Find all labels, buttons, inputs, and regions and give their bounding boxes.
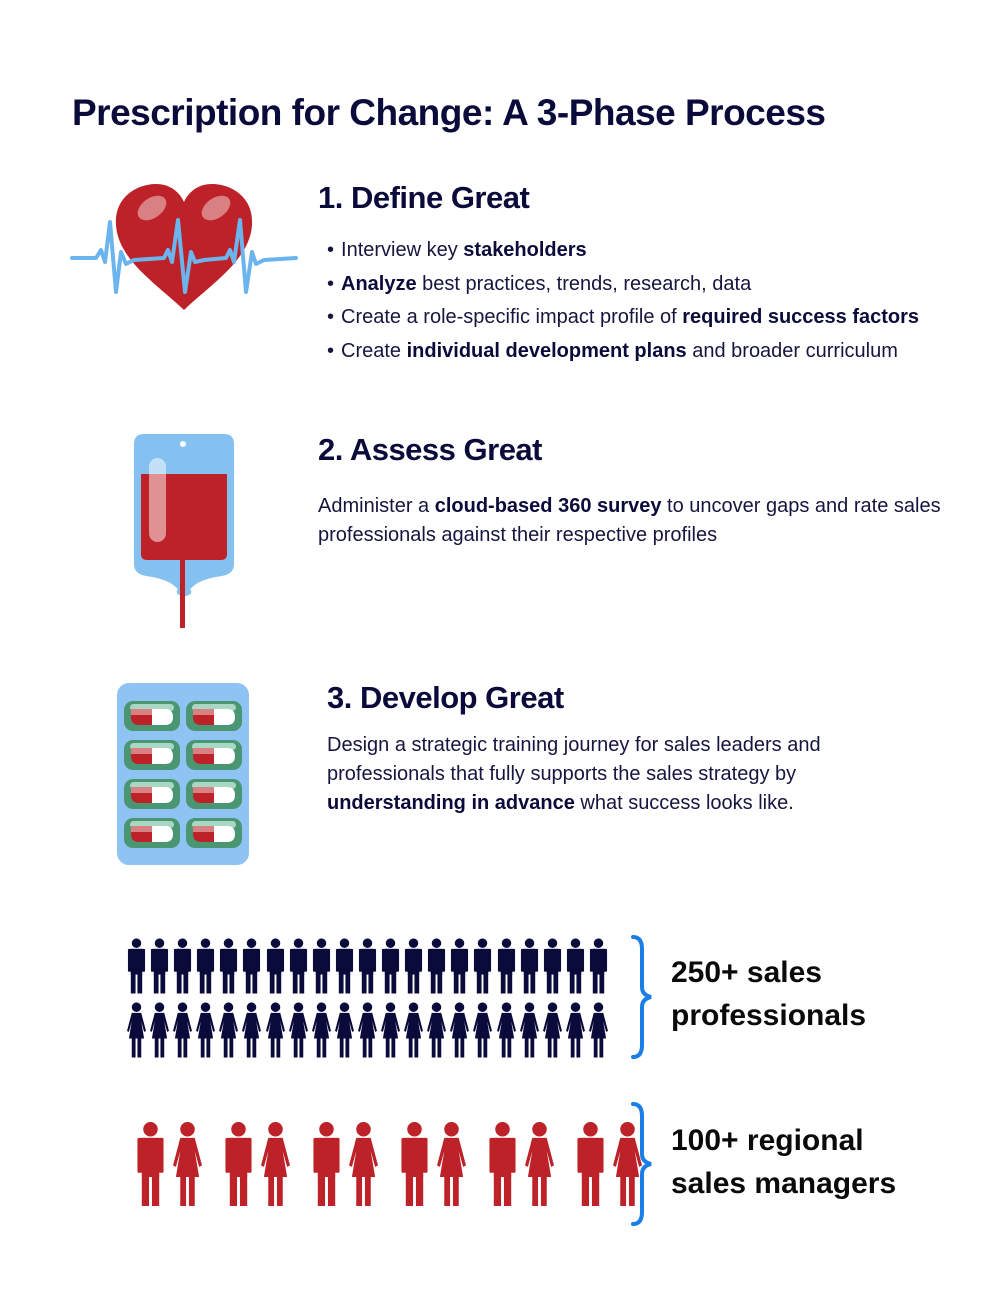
bullet-item: Analyze best practices, trends, research… bbox=[327, 270, 919, 304]
sales-professionals-stat: 250+ sales professionals bbox=[671, 951, 866, 1037]
female-professionals-row bbox=[127, 1001, 612, 1059]
bracket-icon bbox=[630, 935, 654, 1064]
woman-figure-icon bbox=[450, 1001, 469, 1059]
stat-line: professionals bbox=[671, 999, 867, 1032]
man-figure-icon bbox=[400, 1117, 429, 1211]
woman-figure-icon bbox=[427, 1001, 446, 1059]
phase-1-title: 1. Define Great bbox=[318, 180, 530, 215]
man-figure-icon bbox=[127, 937, 146, 995]
woman-figure-icon bbox=[543, 1001, 562, 1059]
pill-pack-icon bbox=[117, 683, 249, 865]
man-figure-icon bbox=[173, 937, 192, 995]
stat-line: 250+ sales bbox=[671, 956, 822, 989]
phase-3-description: Design a strategic training journey for … bbox=[327, 734, 821, 814]
woman-figure-icon bbox=[381, 1001, 400, 1059]
woman-figure-icon bbox=[589, 1001, 608, 1059]
phase-1-bullets: Interview key stakeholders Analyze best … bbox=[327, 236, 919, 370]
woman-figure-icon bbox=[312, 1001, 331, 1059]
managers-row bbox=[136, 1117, 642, 1211]
man-figure-icon bbox=[488, 1117, 517, 1211]
phase-2-title: 2. Assess Great bbox=[318, 432, 543, 467]
man-figure-icon bbox=[473, 937, 492, 995]
man-figure-icon bbox=[335, 937, 354, 995]
stat-line: 100+ regional bbox=[671, 1124, 864, 1157]
man-figure-icon bbox=[358, 937, 377, 995]
woman-figure-icon bbox=[358, 1001, 377, 1059]
man-figure-icon bbox=[219, 937, 238, 995]
man-figure-icon bbox=[450, 937, 469, 995]
blood-bag-icon bbox=[134, 434, 234, 630]
woman-figure-icon bbox=[566, 1001, 585, 1059]
phase-3-title: 3. Develop Great bbox=[327, 680, 564, 715]
woman-figure-icon bbox=[196, 1001, 215, 1059]
woman-figure-icon bbox=[173, 1117, 202, 1211]
man-figure-icon bbox=[566, 937, 585, 995]
man-figure-icon bbox=[543, 937, 562, 995]
woman-figure-icon bbox=[289, 1001, 308, 1059]
male-professionals-row bbox=[127, 937, 612, 995]
woman-figure-icon bbox=[349, 1117, 378, 1211]
woman-figure-icon bbox=[497, 1001, 516, 1059]
woman-figure-icon bbox=[335, 1001, 354, 1059]
man-figure-icon bbox=[404, 937, 423, 995]
woman-figure-icon bbox=[404, 1001, 423, 1059]
man-figure-icon bbox=[312, 1117, 341, 1211]
bullet-item: Interview key stakeholders bbox=[327, 236, 919, 270]
woman-figure-icon bbox=[261, 1117, 290, 1211]
man-figure-icon bbox=[381, 937, 400, 995]
man-figure-icon bbox=[520, 937, 539, 995]
bracket-icon bbox=[630, 1102, 654, 1231]
woman-figure-icon bbox=[242, 1001, 261, 1059]
phase-2-description: Administer a cloud-based 360 survey to u… bbox=[318, 495, 941, 546]
regional-managers-stat: 100+ regional sales managers bbox=[671, 1119, 896, 1205]
man-figure-icon bbox=[589, 937, 608, 995]
stat-line: sales managers bbox=[671, 1167, 897, 1200]
woman-figure-icon bbox=[520, 1001, 539, 1059]
woman-figure-icon bbox=[473, 1001, 492, 1059]
man-figure-icon bbox=[576, 1117, 605, 1211]
man-figure-icon bbox=[242, 937, 261, 995]
man-figure-icon bbox=[150, 937, 169, 995]
man-figure-icon bbox=[497, 937, 516, 995]
woman-figure-icon bbox=[127, 1001, 146, 1059]
man-figure-icon bbox=[289, 937, 308, 995]
page-title: Prescription for Change: A 3-Phase Proce… bbox=[72, 92, 826, 133]
man-figure-icon bbox=[427, 937, 446, 995]
man-figure-icon bbox=[224, 1117, 253, 1211]
woman-figure-icon bbox=[525, 1117, 554, 1211]
man-figure-icon bbox=[312, 937, 331, 995]
woman-figure-icon bbox=[266, 1001, 285, 1059]
man-figure-icon bbox=[136, 1117, 165, 1211]
woman-figure-icon bbox=[219, 1001, 238, 1059]
man-figure-icon bbox=[196, 937, 215, 995]
bullet-item: Create a role-specific impact profile of… bbox=[327, 303, 919, 337]
woman-figure-icon bbox=[173, 1001, 192, 1059]
man-figure-icon bbox=[266, 937, 285, 995]
woman-figure-icon bbox=[150, 1001, 169, 1059]
woman-figure-icon bbox=[437, 1117, 466, 1211]
bullet-item: Create individual development plans and … bbox=[327, 337, 919, 371]
heart-ekg-icon bbox=[68, 180, 300, 315]
